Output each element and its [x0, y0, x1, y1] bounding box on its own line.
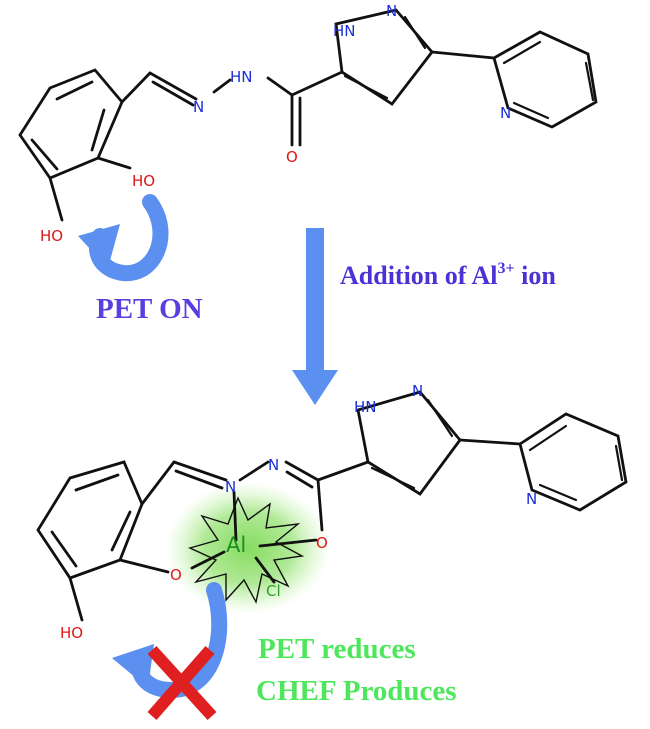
carbonyl-o-label: O	[286, 148, 298, 166]
addition-label-superscript: 3+	[498, 260, 515, 277]
complex-phenol-oh-label: HO	[60, 624, 83, 642]
complex-structure	[36, 390, 628, 622]
amide-nh-label: HN	[230, 68, 253, 86]
pet-reduces-label: PET reduces	[258, 633, 416, 665]
chef-produces-label: CHEF Produces	[256, 675, 457, 707]
pyrazole-n-label: N	[386, 2, 397, 20]
ligand-atom-labels: HN N HN N O N HO HO	[40, 2, 511, 245]
complex-pyrazole-nh-label: HN	[354, 398, 377, 416]
complex-pyridine-ring	[518, 412, 628, 512]
imine-n-label: N	[193, 98, 204, 116]
down-arrow-icon	[292, 228, 338, 405]
blocked-curved-arrow-head	[112, 644, 154, 688]
aluminium-label: Al	[226, 533, 246, 557]
curved-arrow-head	[78, 224, 120, 268]
phenol-oh-upper-label: HO	[132, 172, 155, 190]
complex-imine-n-left-label: N	[225, 478, 236, 496]
pyrazole-nh-label: HN	[333, 22, 356, 40]
starburst-icon	[187, 496, 305, 604]
addition-label-suffix: ion	[515, 261, 557, 290]
complex-atom-labels: HN N N N N O O Al Cl HO	[60, 382, 537, 642]
pyridine-ring	[492, 30, 598, 129]
complex-pyrazole-ring	[356, 390, 462, 496]
phenol-oh-lower-label: HO	[40, 227, 63, 245]
metal-glow	[166, 482, 330, 614]
addition-label: Addition of Al3+ ion	[340, 260, 556, 290]
ligand-structure	[18, 8, 598, 222]
addition-label-prefix: Addition of Al	[340, 261, 498, 290]
pet-on-label: PET ON	[96, 293, 203, 325]
cross-mark-icon	[147, 645, 217, 721]
pyridine-n-label: N	[500, 104, 511, 122]
complex-pyrazole-n-label: N	[412, 382, 423, 400]
chloride-label: Cl	[266, 582, 281, 600]
complex-imine-n-right-label: N	[268, 456, 279, 474]
complex-enolate-o-label: O	[316, 534, 328, 552]
complex-pyridine-n-label: N	[526, 490, 537, 508]
complex-phenolate-o-label: O	[170, 566, 182, 584]
